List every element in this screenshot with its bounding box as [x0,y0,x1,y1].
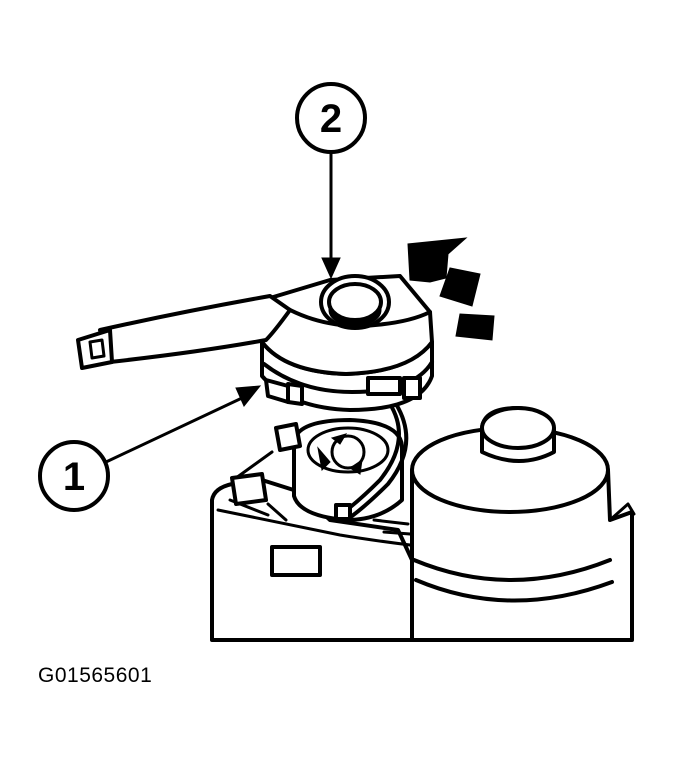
clockspring-assembly [76,274,434,412]
arrowhead [321,257,341,280]
switch-cylinder [410,406,636,642]
arrowhead [235,385,262,407]
connector [274,422,302,452]
housing-tab [270,545,322,577]
connector [230,472,268,506]
column-interior [230,402,409,522]
rotation-arrow [407,237,495,341]
callout-2: 2 [295,82,367,280]
column-housing [210,478,414,642]
callout-1: 1 [38,385,262,512]
callout-2-label: 2 [320,97,342,141]
figure-id: G01565601 [38,664,153,687]
callout-1-label: 1 [63,455,85,499]
